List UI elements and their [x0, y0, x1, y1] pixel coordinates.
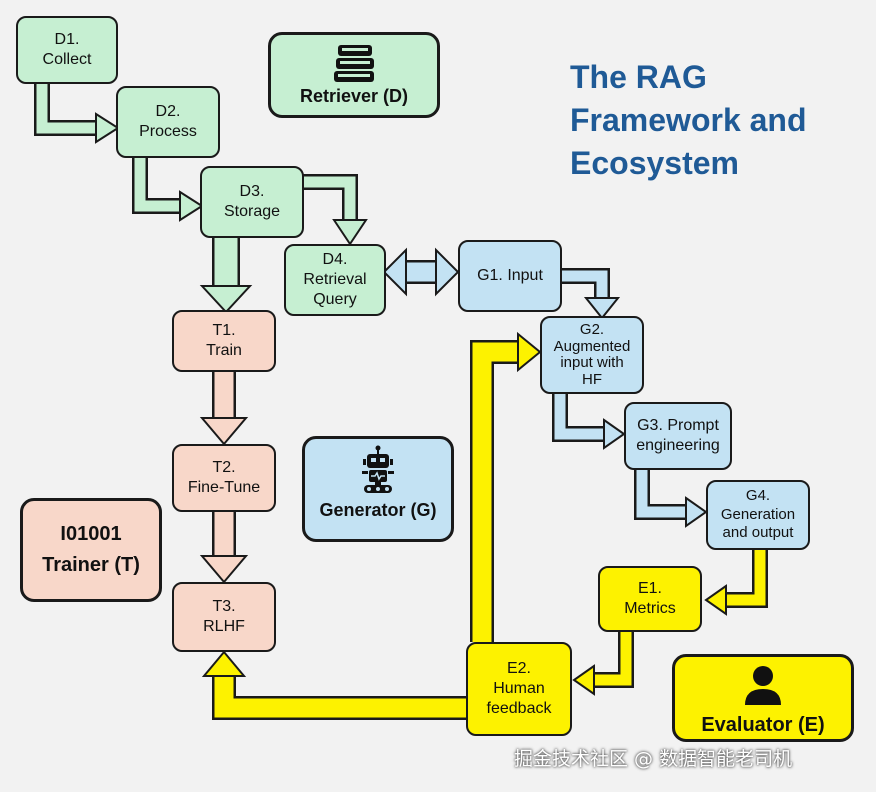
node-g2-augmented: G2. Augmented input with HF: [540, 316, 644, 394]
node-e2-line3: feedback: [486, 700, 552, 717]
legend-generator: Generator (G): [302, 436, 454, 542]
node-d1-line1: D1.: [54, 31, 80, 48]
node-g3-line1: G3. Prompt: [637, 417, 719, 434]
node-g1-line1: G1. Input: [477, 267, 543, 284]
node-d2-line2: Process: [139, 123, 197, 140]
node-t3-line2: RLHF: [203, 618, 245, 635]
node-t1-train: T1. Train: [172, 310, 276, 372]
node-t1-line1: T1.: [212, 322, 236, 339]
arrow-d2-d3: [132, 158, 182, 214]
node-g2-line2: Augmented: [553, 337, 631, 355]
node-d4-retrieval-query: D4. Retrieval Query: [284, 244, 386, 316]
node-e1-metrics: E1. Metrics: [598, 566, 702, 632]
title-line3: Ecosystem: [570, 145, 739, 181]
arrow-d1-d2: [34, 84, 100, 136]
node-g4-generation-output: G4. Generation and output: [706, 480, 810, 550]
legend-generator-label: Generator (G): [319, 500, 437, 520]
title-line2: Framework and: [570, 102, 807, 138]
node-d4-line1: D4.: [322, 251, 348, 268]
watermark-text: 掘金技术社区 @ 数据智能老司机: [514, 748, 793, 770]
diagram-title: The RAG Framework and Ecosystem: [570, 56, 870, 185]
node-g2-line1: G2.: [579, 321, 605, 338]
title-line1: The RAG: [570, 59, 707, 95]
node-d3-line1: D3.: [239, 183, 265, 200]
node-g2-line4: HF: [582, 370, 602, 388]
node-g4-line3: and output: [722, 524, 794, 542]
node-e2-line1: E2.: [506, 660, 531, 677]
node-d3-line2: Storage: [223, 203, 281, 220]
node-d1-line2: Collect: [42, 51, 92, 68]
legend-retriever-label: Retriever (D): [299, 86, 409, 106]
node-d2-process: D2. Process: [116, 86, 220, 158]
node-t2-line1: T2.: [212, 459, 236, 476]
books-icon: [334, 45, 374, 82]
node-g4-line2: Generation: [720, 505, 796, 523]
node-t3-line1: T3.: [212, 598, 236, 615]
arrow-g2-g3: [552, 394, 606, 442]
node-g3-line2: engineering: [636, 437, 720, 454]
arrow-g3-g4: [634, 470, 688, 520]
node-t2-line2: Fine-Tune: [187, 479, 261, 496]
legend-retriever: Retriever (D): [268, 32, 440, 118]
node-e2-human-feedback: E2. Human feedback: [466, 642, 572, 736]
node-g3-prompt-engineering: G3. Prompt engineering: [624, 402, 732, 470]
node-d3-storage: D3. Storage: [200, 166, 304, 238]
node-g2-line3: input with: [560, 354, 624, 371]
arrow-d3-d4: [302, 174, 358, 222]
legend-trainer: I01001 Trainer (T): [20, 498, 162, 602]
node-e1-line2: Metrics: [624, 600, 676, 617]
node-d2-line1: D2.: [155, 103, 181, 120]
node-t1-line2: Train: [206, 342, 242, 359]
node-d4-line3: Query: [313, 291, 357, 308]
robot-icon: [362, 445, 394, 493]
node-e1-line1: E1.: [637, 580, 662, 597]
node-g4-line1: G4.: [745, 486, 771, 504]
legend-trainer-icon-text: I01001: [60, 523, 122, 545]
legend-evaluator-label: Evaluator (E): [701, 714, 825, 736]
node-e2-line2: Human: [493, 680, 545, 697]
node-g1-input: G1. Input: [458, 240, 562, 312]
node-t3-rlhf: T3. RLHF: [172, 582, 276, 652]
legend-trainer-label: Trainer (T): [42, 554, 140, 576]
node-d1-collect: D1. Collect: [16, 16, 118, 84]
node-t2-fine-tune: T2. Fine-Tune: [172, 444, 276, 512]
person-icon: [745, 666, 781, 705]
legend-evaluator: Evaluator (E): [672, 654, 854, 742]
node-d4-line2: Retrieval: [303, 271, 367, 288]
